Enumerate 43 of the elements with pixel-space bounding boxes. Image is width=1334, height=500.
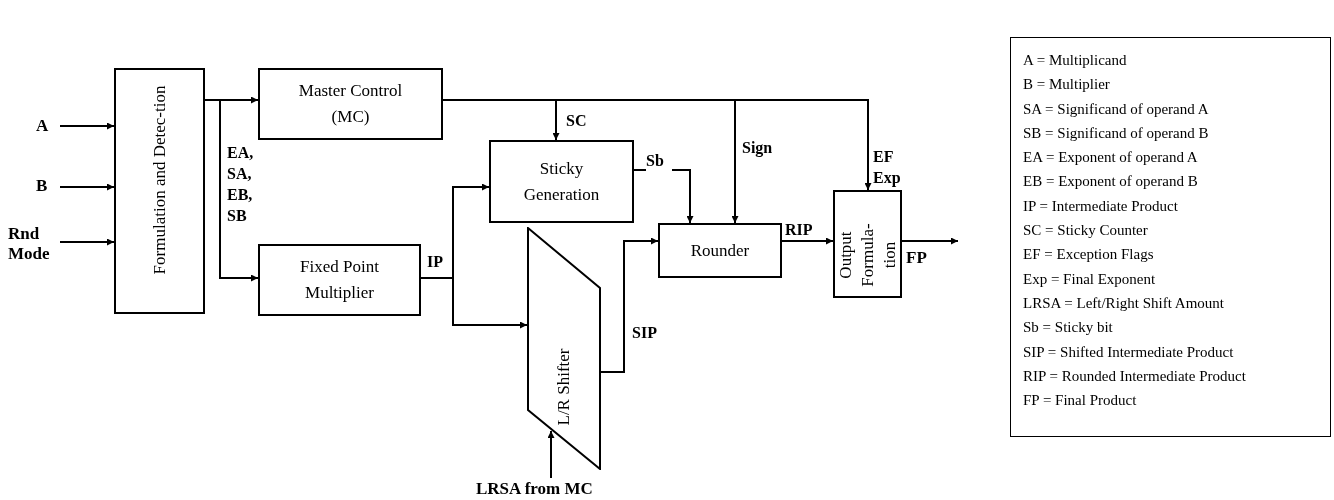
abbreviation-text: FP = Final Product <box>1023 391 1138 411</box>
box-label: Rounder <box>689 239 751 262</box>
box-label: Formulation and Detec-tion <box>148 84 170 277</box>
process-box <box>258 244 421 316</box>
process-box <box>833 190 902 298</box>
box-label: Sticky Generation <box>522 157 601 206</box>
abbreviation-text: Sb = Sticky bit <box>1023 318 1114 338</box>
signal-label: Rnd Mode <box>8 224 60 264</box>
abbreviation-text: Exp = Final Exponent <box>1023 269 1157 289</box>
signal-label: B <box>36 176 56 196</box>
box-label: Master Control (MC) <box>297 80 404 128</box>
abbreviation-text: SB = Significand of operand B <box>1023 123 1210 143</box>
abbreviation-text: EF = Exception Flags <box>1023 245 1155 265</box>
arrow <box>204 99 259 282</box>
abbreviation-text: SIP = Shifted Intermediate Product <box>1023 342 1235 362</box>
arrow <box>600 237 659 373</box>
arrow <box>420 277 528 329</box>
abbreviation-text: SC = Sticky Counter <box>1023 221 1149 241</box>
abbreviation-text: RIP = Rounded Intermediate Product <box>1023 366 1247 386</box>
signal-label: FP <box>906 248 936 268</box>
process-box <box>258 68 443 140</box>
abbreviation-text: B = Multiplier <box>1023 75 1111 95</box>
box-label: L/R Shifter <box>553 347 574 428</box>
arrow <box>781 237 834 245</box>
process-box <box>114 68 205 314</box>
box-label: Output Formula-tion <box>834 222 900 289</box>
signal-label: LRSA from MC <box>476 479 626 499</box>
arrow <box>59 238 115 246</box>
abbreviation-box <box>1010 37 1331 437</box>
abbreviation-text: LRSA = Left/Right Shift Amount <box>1023 293 1225 313</box>
arrow <box>901 237 959 245</box>
abbreviation-text: EA = Exponent of operand A <box>1023 148 1199 168</box>
abbreviation-text: SA = Significand of operand A <box>1023 99 1210 119</box>
process-box <box>489 140 634 223</box>
arrow <box>59 122 115 130</box>
arrow <box>547 430 555 479</box>
box-label: Fixed Point Multiplier <box>299 256 380 304</box>
arrow <box>59 183 115 191</box>
abbreviation-text: EB = Exponent of operand B <box>1023 172 1199 192</box>
abbreviation-text: IP = Intermediate Product <box>1023 196 1179 216</box>
signal-label: A <box>36 116 56 136</box>
abbreviation-text: A = Multiplicand <box>1023 51 1128 70</box>
process-box <box>658 223 782 278</box>
